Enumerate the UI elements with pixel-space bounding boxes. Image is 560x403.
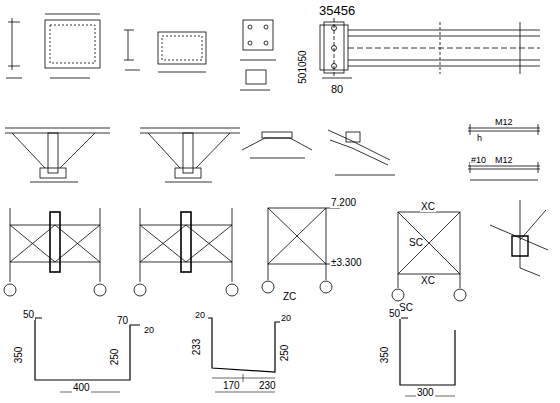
dimension-label: M12: [494, 156, 514, 165]
dimension-label: 350: [380, 346, 390, 365]
dimension-label: XC: [420, 276, 436, 286]
dimension-label: 250: [110, 348, 120, 367]
dimension-label: 350: [14, 346, 24, 365]
dimension-label: 20: [194, 311, 206, 320]
truss-support-details: [5, 124, 540, 182]
dimension-label: 20: [143, 326, 155, 335]
dimension-label: 50: [22, 310, 35, 320]
dimension-label: h: [476, 134, 483, 143]
dimension-label: 20: [280, 314, 292, 323]
dimension-label: ZC: [282, 292, 297, 302]
dimension-label: ±3.300: [330, 258, 363, 268]
channel-sections: [35, 318, 455, 396]
dimension-label: 501050: [298, 49, 308, 84]
dimension-label: 80: [330, 84, 344, 95]
dimension-label: 70: [116, 316, 129, 326]
dimension-label: SC: [408, 238, 424, 248]
dimension-label: #10: [470, 156, 487, 165]
dimension-label: 7.200: [330, 198, 357, 208]
dimension-label: 300: [416, 388, 435, 398]
dimension-label: 50: [388, 309, 401, 319]
dimension-label: 230: [258, 381, 277, 391]
dimension-label: 170: [222, 381, 241, 391]
dimension-label: 35456: [318, 4, 356, 17]
dimension-label: XC: [420, 202, 436, 212]
dimension-label: 250: [280, 344, 290, 363]
dimension-label: 233: [192, 338, 202, 357]
plate-details: [6, 14, 540, 90]
dimension-label: 400: [72, 383, 91, 393]
dimension-label: M12: [494, 118, 514, 127]
bracing-elevations: [4, 200, 548, 301]
